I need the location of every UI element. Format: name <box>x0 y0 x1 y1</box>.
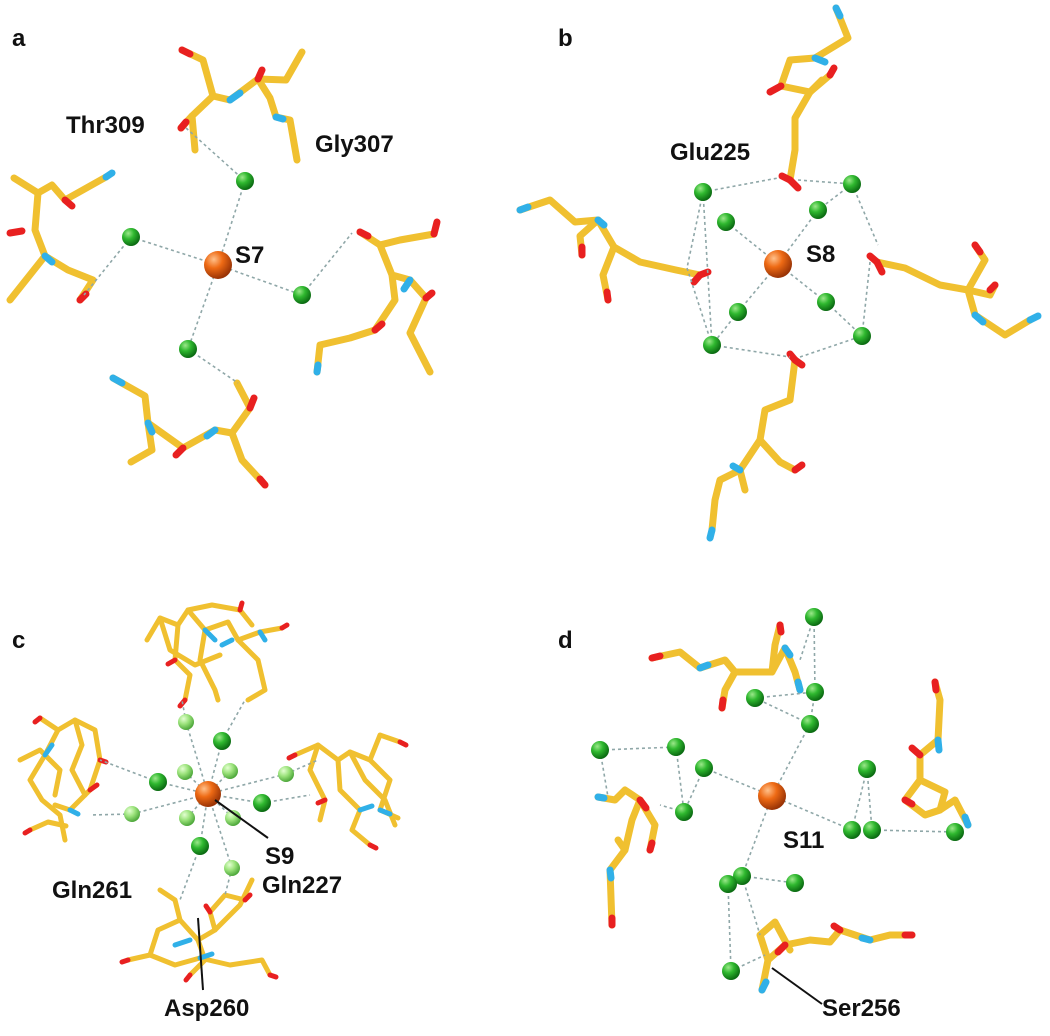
water-molecule <box>843 175 861 193</box>
metal-ion <box>195 781 221 807</box>
water-molecule <box>675 803 693 821</box>
site-label-s7: S7 <box>235 242 264 269</box>
water-molecule <box>591 741 609 759</box>
water-molecule <box>667 738 685 756</box>
water-molecule <box>122 228 140 246</box>
panel-d-atoms <box>591 608 964 980</box>
water-molecule <box>253 794 271 812</box>
water-molecule <box>278 766 294 782</box>
water-molecule <box>179 340 197 358</box>
panel-c-letter: c <box>12 627 25 654</box>
metal-ion <box>204 251 232 279</box>
pointer-line-ser256 <box>771 967 823 1005</box>
water-molecule <box>178 714 194 730</box>
water-molecule <box>177 764 193 780</box>
water-molecule <box>729 303 747 321</box>
panel-a-atoms <box>122 172 311 358</box>
panel-d-letter: d <box>558 627 573 654</box>
panel-b-letter: b <box>558 25 573 52</box>
water-molecule <box>717 213 735 231</box>
water-molecule <box>225 810 241 826</box>
water-molecule <box>236 172 254 190</box>
metal-ion <box>764 250 792 278</box>
pointer-line-asp260 <box>197 917 204 991</box>
panel-c: c <box>12 600 409 1022</box>
water-molecule <box>817 293 835 311</box>
panel-b-residues <box>516 4 1042 542</box>
residue-label-gly307: Gly307 <box>315 131 394 158</box>
water-molecule <box>191 837 209 855</box>
site-label-s9: S9 <box>265 843 294 870</box>
water-molecule <box>853 327 871 345</box>
water-molecule <box>806 683 824 701</box>
metal-ion <box>758 782 786 810</box>
water-molecule <box>746 689 764 707</box>
water-molecule <box>719 875 737 893</box>
water-molecule <box>293 286 311 304</box>
water-molecule <box>222 763 238 779</box>
panel-a: a <box>6 25 441 489</box>
residue-label-gln261: Gln261 <box>52 877 132 904</box>
panel-c-residues <box>17 600 409 983</box>
panel-a-hbonds <box>83 127 353 384</box>
panel-b: b <box>516 4 1042 542</box>
water-molecule <box>722 962 740 980</box>
water-molecule <box>224 860 240 876</box>
water-molecule <box>946 823 964 841</box>
water-molecule <box>863 821 881 839</box>
residue-label-thr309: Thr309 <box>66 112 145 139</box>
water-molecule <box>858 760 876 778</box>
water-molecule <box>124 806 140 822</box>
water-molecule <box>179 810 195 826</box>
residue-label-ser256: Ser256 <box>822 995 901 1022</box>
water-molecule <box>694 183 712 201</box>
water-molecule <box>703 336 721 354</box>
panel-c-atoms <box>124 714 294 876</box>
water-molecule <box>805 608 823 626</box>
residue-label-asp260: Asp260 <box>164 995 249 1022</box>
water-molecule <box>801 715 819 733</box>
water-molecule <box>843 821 861 839</box>
residue-label-gln227: Gln227 <box>262 872 342 899</box>
water-molecule <box>809 201 827 219</box>
panel-a-letter: a <box>12 25 26 52</box>
residue-label-glu225: Glu225 <box>670 139 750 166</box>
site-label-s11: S11 <box>783 827 824 854</box>
water-molecule <box>733 867 751 885</box>
water-molecule <box>213 732 231 750</box>
panel-d: d <box>558 608 972 1022</box>
pointer-line-s9 <box>214 799 269 839</box>
site-label-s8: S8 <box>806 241 835 268</box>
water-molecule <box>149 773 167 791</box>
panel-d-residues <box>594 621 972 994</box>
panel-b-atoms <box>694 175 871 354</box>
panel-a-residues <box>6 46 441 489</box>
water-molecule <box>786 874 804 892</box>
water-molecule <box>695 759 713 777</box>
